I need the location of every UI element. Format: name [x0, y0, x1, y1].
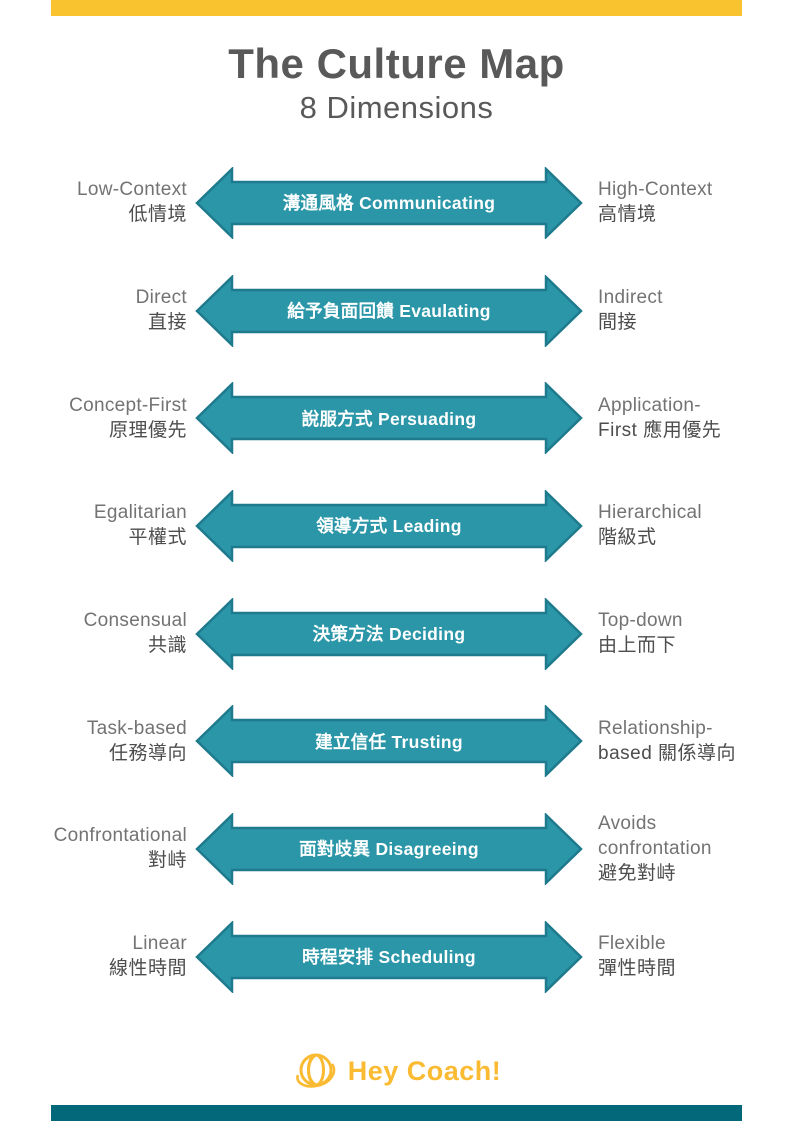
dimension-rows: Low-Context 低情境 溝通風格 Communicating High-…	[0, 149, 793, 1011]
double-arrow-shape	[195, 274, 583, 347]
dimension-arrow: 說服方式 Persuading	[195, 382, 583, 455]
right-label-en: High-Context	[598, 179, 713, 201]
right-label-en: Avoids confrontation	[598, 812, 712, 859]
page-subtitle: 8 Dimensions	[299, 90, 494, 125]
double-arrow-shape	[195, 812, 583, 885]
top-accent-bar	[51, 0, 742, 16]
right-label: High-Context 高情境	[583, 177, 793, 228]
page-header: The Culture Map 8 Dimensions	[0, 40, 793, 127]
double-arrow-icon	[195, 274, 583, 347]
right-label-zh: based 關係導向	[598, 742, 737, 764]
right-label: Indirect 間接	[583, 285, 793, 336]
double-arrow-icon	[195, 812, 583, 885]
right-label: Flexible 彈性時間	[583, 931, 793, 982]
left-label-zh: 平權式	[128, 527, 187, 549]
right-label: Hierarchical 階級式	[583, 500, 793, 551]
arrow-label: 溝通風格 Communicating	[282, 193, 496, 214]
double-arrow-shape	[195, 382, 583, 455]
right-label: Application- First 應用優先	[583, 393, 793, 444]
dimension-arrow: 給予負面回饋 Evaulating	[195, 274, 583, 347]
double-arrow-icon	[195, 382, 583, 455]
left-label: Task-based 任務導向	[0, 716, 195, 767]
arrow-label: 給予負面回饋 Evaulating	[287, 301, 491, 322]
right-label-en: Indirect	[598, 287, 663, 309]
left-label: Egalitarian 平權式	[0, 500, 195, 551]
right-label-zh: 間接	[598, 312, 638, 334]
dimension-row-evaluating: Direct 直接 給予負面回饋 Evaulating Indirect 間接	[0, 257, 793, 365]
dimension-row-scheduling: Linear 線性時間 時程安排 Scheduling Flexible 彈性時…	[0, 903, 793, 1011]
dimension-row-leading: Egalitarian 平權式 領導方式 Leading Hierarchica…	[0, 472, 793, 580]
dimension-arrow: 時程安排 Scheduling	[195, 920, 583, 993]
left-label-zh: 共識	[147, 635, 187, 657]
double-arrow-shape	[195, 920, 583, 993]
double-arrow-shape	[195, 166, 583, 239]
right-label-en: Relationship-	[598, 717, 713, 739]
left-label-zh: 線性時間	[108, 958, 187, 980]
double-arrow-icon	[195, 920, 583, 993]
dimension-row-communicating: Low-Context 低情境 溝通風格 Communicating High-…	[0, 149, 793, 257]
arrow-label: 面對歧異 Disagreeing	[299, 839, 479, 860]
left-label-en: Task-based	[86, 717, 187, 739]
arrow-label: 領導方式 Leading	[316, 516, 462, 537]
double-arrow-icon	[195, 166, 583, 239]
right-label-zh: First 應用優先	[598, 419, 722, 441]
dimension-row-disagreeing: Confrontational 對峙 面對歧異 Disagreeing Avoi…	[0, 795, 793, 903]
left-label-zh: 低情境	[128, 204, 187, 226]
arrow-label: 時程安排 Scheduling	[302, 947, 476, 968]
left-label-en: Confrontational	[53, 825, 187, 847]
double-arrow-shape	[195, 489, 583, 562]
dimension-row-trusting: Task-based 任務導向 建立信任 Trusting Relationsh…	[0, 687, 793, 795]
right-label-zh: 高情境	[598, 204, 657, 226]
arrow-label: 說服方式 Persuading	[301, 408, 477, 429]
bottom-accent-bar	[51, 1105, 742, 1121]
right-label-en: Application-	[598, 394, 701, 416]
left-label-zh: 直接	[147, 312, 187, 334]
left-label-en: Direct	[135, 287, 187, 309]
left-label-zh: 對峙	[147, 850, 187, 872]
dimension-row-persuading: Concept-First 原理優先 說服方式 Persuading Appli…	[0, 364, 793, 472]
right-label: Top-down 由上而下	[583, 608, 793, 659]
right-label-en: Flexible	[598, 933, 666, 955]
arrow-label: 建立信任 Trusting	[315, 731, 463, 752]
right-label-en: Top-down	[598, 610, 683, 632]
brand-name: Hey Coach!	[347, 1055, 502, 1086]
dimension-arrow: 建立信任 Trusting	[195, 705, 583, 778]
double-arrow-shape	[195, 597, 583, 670]
left-label: Confrontational 對峙	[0, 823, 195, 874]
brand-footer: Hey Coach!	[0, 1046, 793, 1096]
left-label: Concept-First 原理優先	[0, 393, 195, 444]
dimension-arrow: 面對歧異 Disagreeing	[195, 812, 583, 885]
double-arrow-shape	[195, 705, 583, 778]
left-label: Low-Context 低情境	[0, 177, 195, 228]
right-label-en: Hierarchical	[598, 502, 702, 524]
dimension-row-deciding: Consensual 共識 決策方法 Deciding Top-down 由上而…	[0, 580, 793, 688]
double-arrow-icon	[195, 705, 583, 778]
left-label-zh: 任務導向	[108, 742, 187, 764]
double-arrow-icon	[195, 597, 583, 670]
dimension-arrow: 領導方式 Leading	[195, 489, 583, 562]
right-label-zh: 階級式	[598, 527, 657, 549]
left-label-zh: 原理優先	[108, 419, 187, 441]
left-label: Linear 線性時間	[0, 931, 195, 982]
double-arrow-icon	[195, 489, 583, 562]
dimension-arrow: 溝通風格 Communicating	[195, 166, 583, 239]
left-label-en: Egalitarian	[93, 502, 187, 524]
left-label-en: Concept-First	[69, 394, 187, 416]
dimension-arrow: 決策方法 Deciding	[195, 597, 583, 670]
right-label-zh: 彈性時間	[598, 958, 677, 980]
left-label-en: Linear	[132, 933, 187, 955]
left-label-en: Low-Context	[77, 179, 187, 201]
right-label-zh: 由上而下	[598, 635, 677, 657]
left-label: Direct 直接	[0, 285, 195, 336]
arrow-label: 決策方法 Deciding	[312, 624, 466, 645]
right-label: Avoids confrontation 避免對峙	[583, 811, 793, 887]
left-label: Consensual 共識	[0, 608, 195, 659]
right-label: Relationship- based 關係導向	[583, 716, 793, 767]
right-label-zh: 避免對峙	[598, 862, 677, 884]
globe-icon	[295, 1053, 336, 1088]
page-title: The Culture Map	[228, 40, 565, 87]
left-label-en: Consensual	[83, 610, 187, 632]
